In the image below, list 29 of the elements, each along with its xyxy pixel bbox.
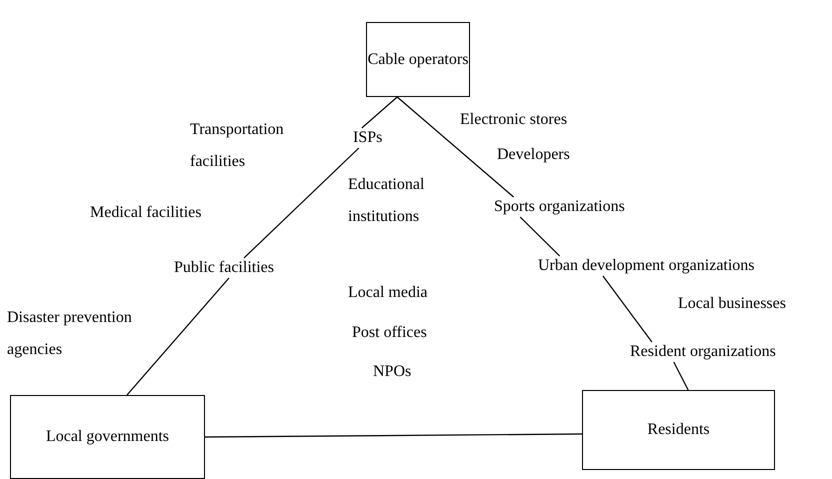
participant-label: Disaster prevention agencies <box>7 308 133 360</box>
participant-label: Post offices <box>352 323 427 343</box>
connector-line <box>520 216 560 256</box>
connector-line <box>673 362 689 390</box>
node-label: Sports organizations <box>494 197 625 217</box>
participant-label: Local media <box>348 283 428 303</box>
participant-label: NPOs <box>373 362 412 382</box>
node-label: ISPs <box>353 128 382 148</box>
connector-line <box>244 148 360 258</box>
connector-line <box>361 96 398 128</box>
participant-label: Educational institutions <box>348 175 426 227</box>
entity-label: Local governments <box>46 427 170 447</box>
connector-line <box>205 433 582 438</box>
connector-line <box>396 96 514 198</box>
node-label: Urban development organizations <box>538 256 755 276</box>
entity-box <box>10 395 205 479</box>
participant-label: Medical facilities <box>90 203 202 223</box>
node-label: Resident organizations <box>630 342 776 362</box>
participant-label: Electronic stores <box>460 110 568 130</box>
entity-box <box>366 22 470 97</box>
participant-label: Local businesses <box>678 294 786 314</box>
connector-line <box>602 276 652 342</box>
node-label: Public facilities <box>174 258 274 278</box>
connector-line <box>126 278 230 396</box>
entity-label: Residents <box>647 420 710 440</box>
entity-box <box>582 390 775 470</box>
participant-label: Developers <box>497 145 570 165</box>
participant-label: Transportation facilities <box>190 120 285 172</box>
entity-label: Cable operators <box>368 50 468 70</box>
